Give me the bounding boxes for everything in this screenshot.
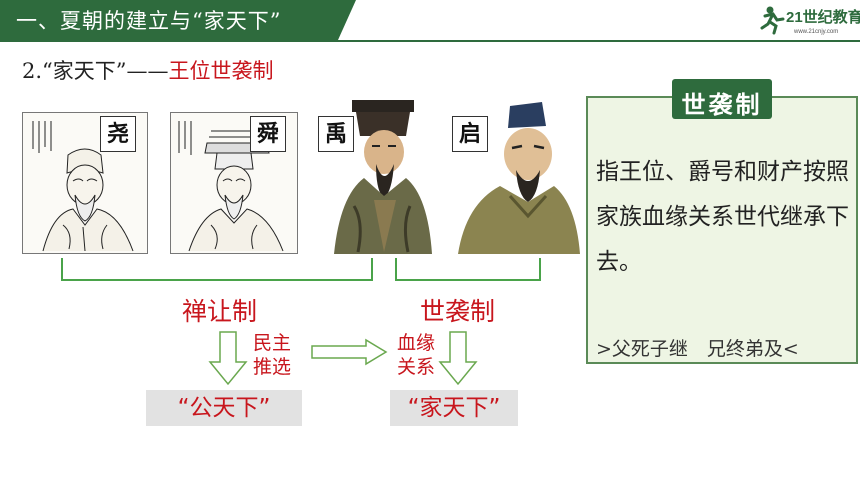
label-blood: 血缘	[396, 332, 435, 354]
left-down-arrow	[208, 331, 248, 386]
diagram-connectors	[61, 258, 541, 386]
logo-url: www.21cnjy.com	[793, 29, 838, 35]
result-public-realm: “公天下”	[146, 390, 302, 426]
subtitle-highlight: 王位世袭制	[168, 59, 274, 83]
subtitle-prefix: 2.“家天下”——	[22, 59, 169, 83]
definition-text: 指王位、爵号和财产按照家族血缘关系世代继承下去。	[596, 159, 849, 275]
right-bracket	[395, 258, 541, 281]
label-relation: 关系	[396, 356, 435, 378]
section-title: 一、夏朝的建立与“家天下”	[16, 9, 282, 33]
right-down-arrow	[438, 331, 478, 386]
label-abdication-system: 禅让制	[182, 297, 258, 326]
brand-logo: 21世纪教育 www.21cnjy.com	[760, 6, 860, 35]
portrait-label-shun: 舜	[250, 116, 286, 152]
transition-arrow	[311, 338, 388, 366]
definition-footnote: >父死子继 兄终弟及<	[596, 338, 799, 360]
subtitle: 2.“家天下”——王位世袭制	[22, 55, 274, 85]
label-hereditary-system: 世袭制	[420, 297, 496, 326]
runner-icon	[760, 6, 785, 35]
portrait-label-qi: 启	[452, 116, 488, 152]
definition-tag	[672, 79, 772, 119]
logo-text: 21世纪教育	[786, 8, 860, 26]
qi-figure-image	[458, 102, 580, 254]
portrait-qi	[450, 96, 582, 254]
label-election: 推选	[252, 356, 291, 378]
label-democratic: 民主	[252, 332, 291, 354]
definition-tag-text: 世袭制	[681, 90, 763, 119]
header-banner	[0, 0, 356, 40]
portrait-label-yu: 禹	[318, 116, 354, 152]
portrait-label-yao: 尧	[100, 116, 136, 152]
header-divider	[0, 40, 860, 42]
yu-figure-image	[334, 100, 432, 254]
left-bracket	[61, 258, 373, 281]
result-family-realm: “家天下”	[390, 390, 518, 426]
yao-figure-image	[32, 121, 134, 252]
portrait-yu	[314, 96, 438, 254]
